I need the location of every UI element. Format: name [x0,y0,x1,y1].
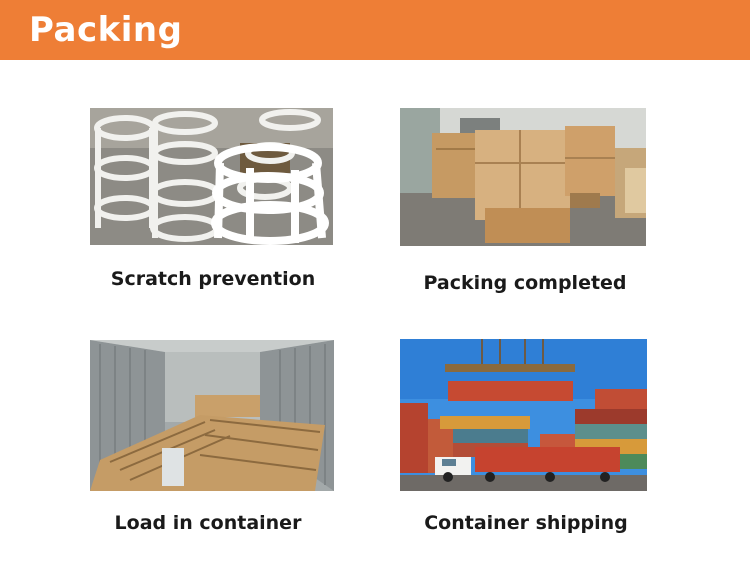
caption-load-in-container: Load in container [114,512,302,534]
packing-completed-photo [400,108,646,246]
caption-scratch-prevention: Scratch prevention [110,268,316,290]
container-shipping-photo [400,339,647,491]
page-title: Packing [29,10,183,50]
caption-container-shipping: Container shipping [424,512,628,534]
header-banner: Packing [0,0,750,60]
scratch-prevention-photo [90,108,333,245]
load-in-container-photo [90,340,334,491]
caption-packing-completed: Packing completed [423,272,627,294]
